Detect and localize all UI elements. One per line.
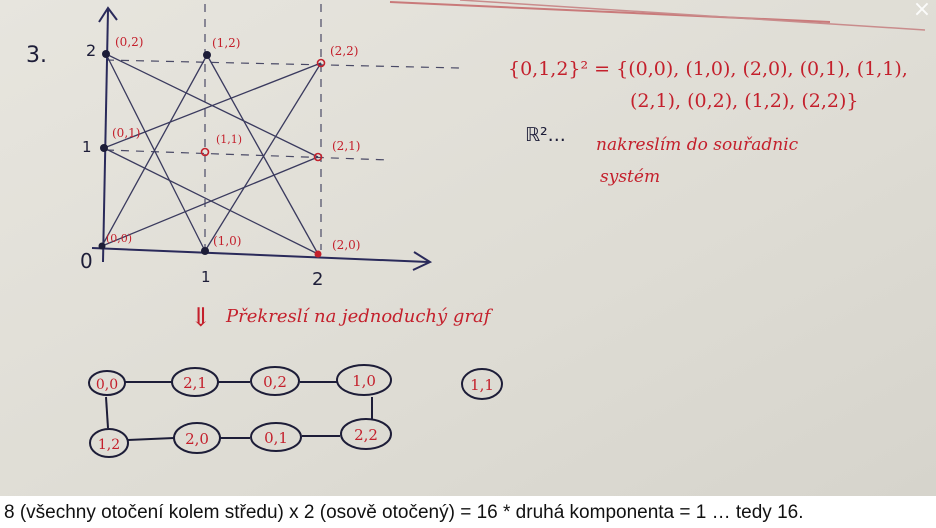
whiteboard-drawing: 3. 0 1 2 1 2 <box>0 0 936 496</box>
graph-node: 1,0 <box>336 364 392 396</box>
board-rule-line <box>459 0 926 31</box>
point-label: (1,2) <box>212 36 240 50</box>
graph-edge <box>127 437 175 441</box>
node-ellipse <box>89 428 129 458</box>
graph-node: 0,0 <box>88 370 126 396</box>
redraw-note: Překreslí na jednoduchý graf <box>225 306 494 327</box>
node-ellipse <box>461 368 503 400</box>
point-1-0 <box>201 247 209 255</box>
node-ellipse <box>173 422 221 454</box>
x-axis <box>91 247 429 263</box>
node-label: 1,1 <box>470 376 494 394</box>
graph-node: 2,1 <box>171 367 219 397</box>
node-ellipse <box>340 418 392 450</box>
down-arrow-icon: ⇓ <box>190 303 212 333</box>
graph-node: 1,2 <box>89 428 129 458</box>
point-2-1 <box>313 152 323 162</box>
point-0-1 <box>100 144 108 152</box>
graph-nodes: 0,0 2,1 0,2 1,0 1,2 2,0 0,1 2,2 <box>88 364 503 458</box>
point-label: (2,0) <box>332 238 360 252</box>
point-label: (0,2) <box>115 35 143 49</box>
node-label: 2,2 <box>354 426 378 444</box>
graph-node: 0,2 <box>250 366 300 396</box>
graph-edges <box>105 381 373 441</box>
node-ellipse <box>88 370 126 396</box>
set-line-2: (2,1), (0,2), (1,2), (2,2)} <box>630 90 859 112</box>
r2-label: ℝ²... <box>525 124 566 146</box>
point-labels: (0,0) (1,0) (2,0) (0,1) (1,1) (2,1) (0,2… <box>106 35 360 252</box>
node-label: 2,0 <box>185 430 209 448</box>
knight-edges <box>101 53 322 255</box>
node-ellipse <box>250 366 300 396</box>
edge <box>101 156 319 247</box>
y-axis-arrow <box>98 6 118 23</box>
problem-number: 3. <box>26 43 47 68</box>
note-line-1: nakreslím do souřadnic <box>596 135 799 155</box>
node-ellipse <box>171 367 219 397</box>
whiteboard-photo: 3. 0 1 2 1 2 <box>0 0 936 496</box>
point-label: (2,2) <box>330 44 358 58</box>
y-tick-2: 2 <box>86 41 96 60</box>
node-label: 1,0 <box>352 372 376 390</box>
image-caption: 8 (všechny otočení kolem středu) x 2 (os… <box>4 502 804 523</box>
node-ellipse <box>336 364 392 396</box>
x-axis-arrow <box>412 251 433 271</box>
node-ellipse <box>250 422 302 452</box>
point-label: (1,0) <box>213 234 241 248</box>
edge <box>206 54 319 255</box>
board-surface <box>0 0 936 496</box>
point-2-2 <box>316 58 326 68</box>
node-label: 0,2 <box>263 373 287 391</box>
node-label: 0,1 <box>264 429 288 447</box>
point-1-2 <box>203 51 211 59</box>
y-tick-1: 1 <box>82 138 92 156</box>
graph-node: 1,1 <box>461 368 503 400</box>
point-label: (0,1) <box>112 126 140 140</box>
edge <box>105 53 319 158</box>
graph-edge <box>105 396 109 429</box>
graph-node: 2,2 <box>340 418 392 450</box>
note-line-2: systém <box>600 167 660 187</box>
point-0-2 <box>102 50 110 58</box>
point-2-0 <box>314 250 322 258</box>
x-tick-1: 1 <box>201 268 211 286</box>
node-label: 1,2 <box>98 437 120 453</box>
point-1-1 <box>200 147 210 157</box>
point-label: (1,1) <box>216 133 242 146</box>
node-label: 2,1 <box>183 374 207 392</box>
node-label: 0,0 <box>96 377 118 393</box>
graph-node: 0,1 <box>250 422 302 452</box>
close-icon[interactable]: × <box>912 0 932 22</box>
set-line-1: {0,1,2}² = {(0,0), (1,0), (2,0), (0,1), … <box>508 58 908 80</box>
graph-node: 2,0 <box>173 422 221 454</box>
edge <box>103 147 319 255</box>
point-label: (0,0) <box>106 232 132 245</box>
edge <box>105 53 206 252</box>
x-tick-2: 2 <box>312 269 323 290</box>
point-label: (2,1) <box>332 139 360 153</box>
point-0-0 <box>98 242 106 250</box>
x-tick-0: 0 <box>80 249 93 273</box>
edge <box>204 62 322 252</box>
lattice-points <box>98 50 326 258</box>
